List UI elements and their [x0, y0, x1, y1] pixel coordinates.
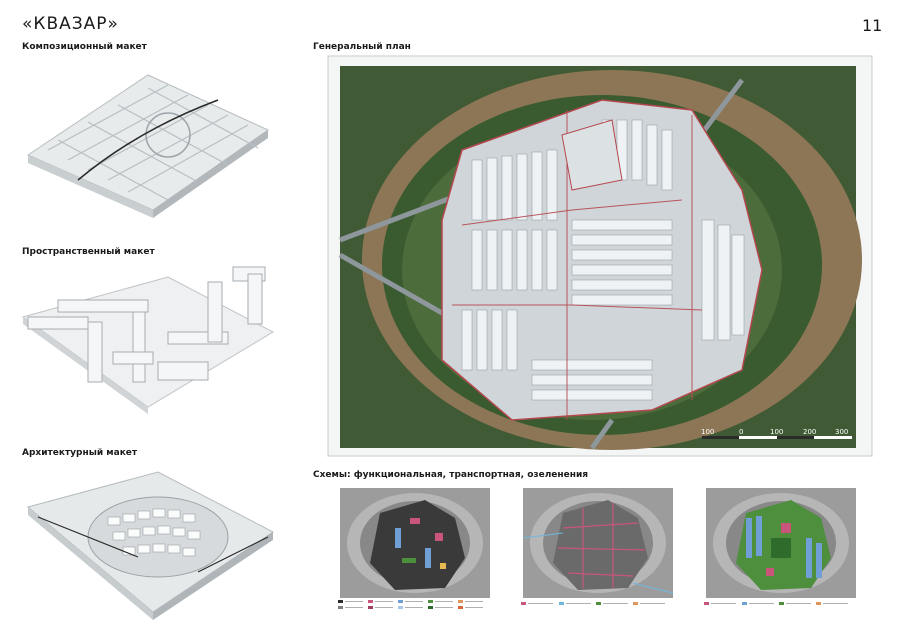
spatial-model-image [21, 266, 275, 414]
scale-tick-3: 100 [770, 428, 784, 436]
master-plan-label: Генеральный план [313, 42, 411, 52]
functional-legend [338, 600, 483, 609]
scale-tick-5: 300 [835, 428, 849, 436]
architectural-model-label: Архитектурный макет [22, 448, 138, 458]
schemes-label: Схемы: функциональная, транспортная, озе… [313, 470, 589, 480]
composition-model-label: Композиционный макет [22, 42, 147, 52]
composition-model-image [26, 74, 270, 218]
transport-legend [521, 602, 665, 605]
scale-tick-2: 0 [739, 428, 744, 436]
greenery-scheme-image [706, 488, 856, 598]
spatial-model-label: Пространственный макет [22, 247, 155, 257]
functional-scheme-image [340, 488, 490, 598]
scale-tick-4: 200 [803, 428, 817, 436]
page-title: «КВАЗАР» [22, 14, 119, 34]
scale-tick-1: 100 [701, 428, 715, 436]
page-number: 11 [862, 16, 883, 35]
architectural-model-image [26, 471, 274, 620]
transport-scheme-image [523, 488, 673, 598]
master-plan-image [327, 55, 873, 457]
greenery-legend [704, 602, 848, 605]
